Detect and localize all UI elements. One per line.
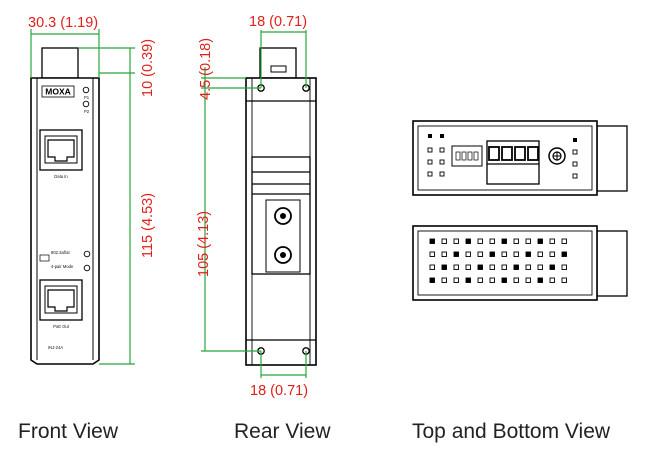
vent-hole [489, 238, 495, 244]
vent-hole [501, 264, 507, 270]
terminal-block [486, 140, 540, 185]
front-width-dimension: 30.3 (1.19) [28, 15, 98, 31]
bottom-view: Top and Bottom View [412, 225, 628, 443]
vent-hole [549, 277, 555, 283]
rear-view-caption: Rear View [234, 420, 331, 443]
vent-hole [429, 264, 435, 270]
moxa-logo: MOXA [41, 85, 75, 98]
vent-hole [549, 264, 555, 270]
rear-bottom-width-dimension: 18 (0.71) [250, 383, 308, 399]
ground-screw-icon [548, 147, 566, 165]
vent-hole [441, 277, 447, 283]
vent-hole [465, 238, 471, 244]
model-label: INJ-24A [48, 345, 63, 350]
poe-out-label: PoE Out [53, 324, 70, 329]
front-dimension-lines [30, 29, 135, 365]
vent-hole [465, 264, 471, 270]
vent-hole [561, 264, 567, 270]
data-in-label: Data In [54, 174, 68, 179]
svg-text:MOXA: MOXA [45, 87, 71, 97]
vent-hole [525, 264, 531, 270]
led-p1-icon [82, 86, 90, 94]
rear-top-offset-dimension: 4.5 (0.18) [198, 38, 214, 100]
vent-hole [537, 251, 543, 257]
vent-hole [549, 238, 555, 244]
vent-hole [465, 251, 471, 257]
vent-hole [561, 277, 567, 283]
vent-hole [513, 264, 519, 270]
vent-hole [525, 238, 531, 244]
vent-hole [561, 251, 567, 257]
vent-hole [489, 264, 495, 270]
rear-dimension-lines [201, 30, 307, 378]
vent-hole [429, 238, 435, 244]
vent-hole [477, 251, 483, 257]
vent-hole [441, 238, 447, 244]
vent-hole [549, 251, 555, 257]
vent-hole [453, 277, 459, 283]
vent-hole [513, 251, 519, 257]
data-in-port [39, 129, 83, 171]
switch-led-1-icon [83, 250, 91, 258]
front-view-caption: Front View [18, 420, 119, 443]
din-rail-clip [251, 156, 311, 275]
rear-hole-spacing-dimension: 105 (4.13) [196, 211, 212, 277]
vent-hole [513, 238, 519, 244]
vent-hole [477, 277, 483, 283]
vent-hole [537, 264, 543, 270]
top-view [412, 120, 628, 196]
vent-hole [465, 277, 471, 283]
switch-led-2-icon [83, 264, 91, 272]
rear-view: 18 (0.71) 4.5 (0.18) 105 (4.13) 18 (0.71… [196, 14, 331, 443]
vent-hole [501, 251, 507, 257]
vent-hole [489, 277, 495, 283]
front-height-dimension: 115 (4.53) [140, 193, 156, 258]
led-p2-label: P2 [84, 109, 90, 114]
top-vent-holes [427, 134, 578, 179]
vent-hole [561, 238, 567, 244]
vent-hole [489, 251, 495, 257]
vent-hole [513, 277, 519, 283]
vent-hole [501, 277, 507, 283]
vent-hole [525, 277, 531, 283]
vent-hole [429, 251, 435, 257]
dip-switch-icon [39, 254, 50, 262]
switch-label-1: 802.3af/at [51, 250, 70, 255]
vent-hole [537, 277, 543, 283]
poe-out-port [39, 279, 83, 321]
vent-hole [453, 264, 459, 270]
rear-top-width-dimension: 18 (0.71) [249, 14, 307, 30]
vent-hole [441, 264, 447, 270]
led-p1-label: P1 [84, 95, 90, 100]
top-dip-switch [451, 145, 483, 167]
front-top-dimension: 10 (0.39) [140, 39, 156, 97]
vent-hole [441, 251, 447, 257]
top-bottom-view-caption: Top and Bottom View [412, 420, 611, 443]
front-view: MOXA P1 P2 Data In 802.3af/at 4-pair Mod… [18, 15, 156, 443]
vent-hole [477, 264, 483, 270]
vent-hole [501, 238, 507, 244]
vent-hole [453, 251, 459, 257]
bottom-vent-grid [429, 238, 567, 283]
vent-hole [453, 238, 459, 244]
vent-hole [525, 251, 531, 257]
led-p2-icon [82, 100, 90, 108]
vent-hole [477, 238, 483, 244]
vent-hole [537, 238, 543, 244]
switch-label-2: 4-pair Mode [51, 264, 74, 269]
vent-hole [429, 277, 435, 283]
